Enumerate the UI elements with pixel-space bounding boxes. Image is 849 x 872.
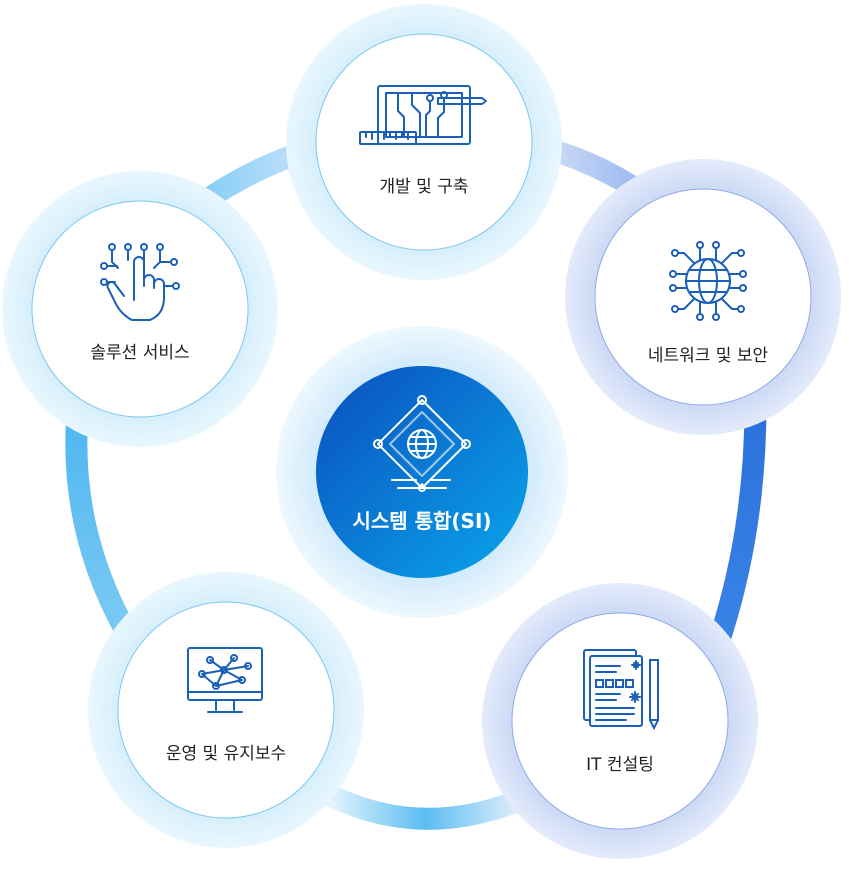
document-report-icon: [583, 649, 659, 731]
node-label: 개발 및 구축: [379, 177, 468, 197]
touch-circuit-icon: [100, 243, 180, 321]
center-node[interactable]: 시스템 통합(SI): [276, 326, 568, 618]
monitor-network-icon: [187, 647, 263, 713]
node-label: IT 컨설팅: [586, 755, 654, 775]
node-ops[interactable]: 운영 및 유지보수: [88, 572, 364, 848]
node-label: 네트워크 및 보안: [648, 346, 769, 366]
network-globe-icon: [669, 241, 747, 321]
circuit-board-icon: [359, 85, 487, 145]
node-network[interactable]: 네트워크 및 보안: [565, 159, 841, 435]
node-dev[interactable]: 개발 및 구축: [286, 4, 562, 280]
globe-circuit-icon: [373, 395, 471, 492]
node-disc: [117, 601, 335, 819]
node-label: 운영 및 유지보수: [166, 744, 286, 764]
node-disc: [31, 200, 249, 418]
center-label: 시스템 통합(SI): [352, 509, 491, 533]
center-disc: [316, 366, 528, 578]
node-disc: [315, 33, 533, 251]
node-solution[interactable]: 솔루션 서비스: [2, 171, 278, 447]
node-consult[interactable]: IT 컨설팅: [482, 583, 758, 859]
link-ops-consult: [319, 784, 531, 830]
node-label: 솔루션 서비스: [90, 343, 189, 363]
node-disc: [594, 188, 812, 406]
